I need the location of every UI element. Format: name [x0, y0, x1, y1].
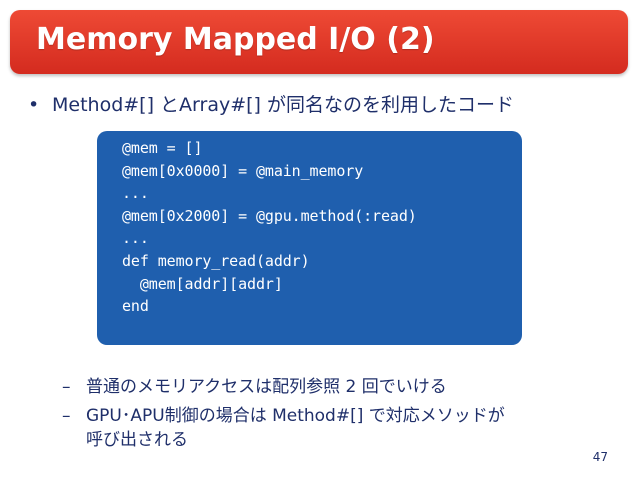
code-line: ...	[122, 229, 149, 248]
sub-item-text: 普通のメモリアクセスは配列参照 2 回でいける	[86, 377, 447, 397]
code-line: def memory_read(addr)	[122, 251, 310, 270]
bullet-marker: •	[28, 94, 40, 116]
sub-item-text: GPU･APU制御の場合は Method#[] で対応メソッドが	[86, 406, 505, 426]
slide-title: Memory Mapped I/O (2)	[36, 22, 435, 57]
code-block: @mem = [] @mem[0x0000] = @main_memory ..…	[97, 131, 522, 345]
code-line: @mem[addr][addr]	[122, 274, 283, 293]
bullet-text: Method#[] とArray#[] が同名なのを利用したコード	[52, 94, 515, 116]
sub-item-continuation: 呼び出される	[62, 425, 188, 450]
sub-item: –GPU･APU制御の場合は Method#[] で対応メソッドが	[62, 401, 505, 426]
code-line: end	[122, 297, 149, 316]
dash-marker: –	[62, 377, 71, 397]
code-line: @mem = []	[122, 139, 203, 157]
code-line: ...	[122, 184, 149, 203]
main-bullet: • Method#[] とArray#[] が同名なのを利用したコード	[28, 90, 514, 117]
sub-item-text: 呼び出される	[86, 430, 188, 450]
dash-marker: –	[62, 406, 71, 426]
code-line: @mem[0x0000] = @main_memory	[122, 161, 364, 180]
page-number: 47	[592, 450, 608, 464]
sub-item: –普通のメモリアクセスは配列参照 2 回でいける	[62, 372, 447, 397]
code-line: @mem[0x2000] = @gpu.method(:read)	[122, 206, 417, 225]
title-bar: Memory Mapped I/O (2)	[10, 10, 628, 74]
